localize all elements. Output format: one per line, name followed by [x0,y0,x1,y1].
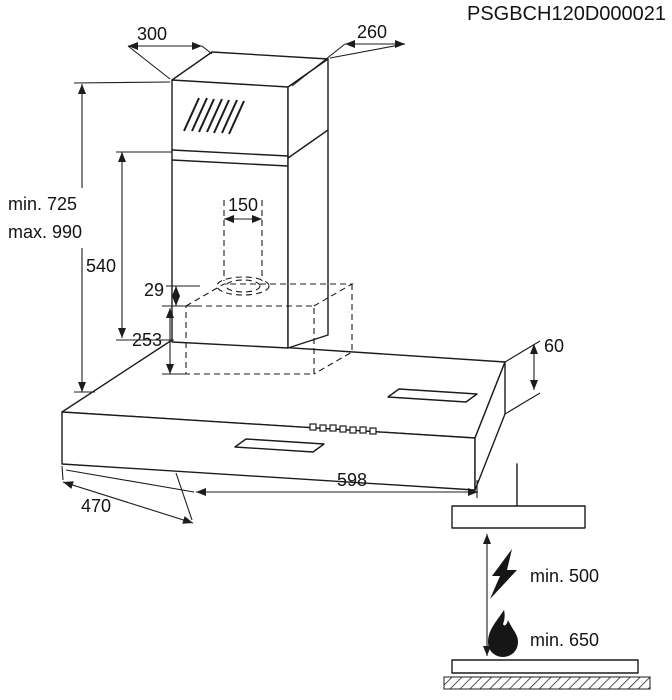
dimension-label-duct-offset: 29 [144,280,164,300]
dimension-label-height-min: min. 725 [8,194,77,214]
dimension-label-body-width: 598 [337,470,367,490]
clearance-electric-label: min. 500 [530,566,599,586]
vent-grille-icon [183,97,245,135]
hood-body [61,339,506,491]
dimension-label-body-height: 60 [544,336,564,356]
dimension-label-duct-diameter: 150 [228,195,258,215]
floor-hatch [443,676,651,690]
hood-symbol [451,505,586,529]
chimney-joint-lines [171,129,329,167]
dimension-body-width: 598 [65,469,478,498]
model-code: PSGBCH120D000021 [467,3,666,25]
lightning-icon [490,549,517,599]
filter-slots [234,388,478,453]
dimension-label-box-height: 253 [132,330,162,350]
dimension-top-depth: 260 [291,22,406,87]
dimension-label-chimney-height: 540 [86,256,116,276]
inner-duct-dashed [223,200,263,281]
dimension-chimney-height: 540 [86,151,174,341]
dimension-height-range: min. 725 max. 990 [8,81,171,393]
chimney [171,51,329,349]
dimension-label-top-width: 300 [137,24,167,44]
dimension-box-height: 253 [132,308,190,375]
recirculation-box-dashed [185,283,355,375]
flame-icon [488,610,518,657]
cooktop-symbol [451,659,639,674]
duct-spigot-dashed [216,276,270,296]
dimension-label-body-depth: 470 [81,496,111,516]
dimension-label-top-depth: 260 [357,22,387,42]
dimension-body-depth: 470 [61,465,194,524]
clearance-gas-label: min. 650 [530,630,599,650]
clearance-diagram: min. 500 min. 650 [443,463,651,690]
dimension-duct-diameter: 150 [224,195,262,223]
control-buttons [309,423,377,435]
dimension-duct-offset: 29 [144,280,200,307]
dimension-body-height: 60 [504,336,564,415]
dimension-label-height-max: max. 990 [8,222,82,242]
dimension-top-width: 300 [127,24,213,80]
